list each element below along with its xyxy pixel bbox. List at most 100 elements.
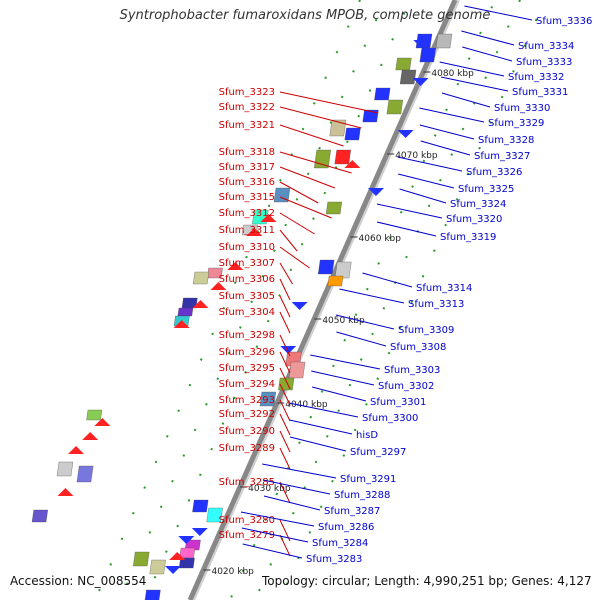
leader-line: [462, 46, 513, 62]
leader-line: [289, 436, 347, 452]
gene-feature: [192, 499, 209, 513]
gene-label-plus: Sfum_3316: [219, 177, 275, 188]
gene-feature: [329, 119, 347, 137]
axis-tick-label: 4060 kbp: [359, 234, 402, 244]
leader-line: [439, 61, 505, 77]
gene-label-plus: Sfum_3321: [219, 120, 275, 131]
leader-line: [279, 278, 291, 301]
gene-feature: [133, 551, 150, 567]
gene-label-plus: Sfum_3312: [219, 208, 275, 219]
leader-line: [242, 543, 303, 559]
gene-label-plus: Sfum_3310: [219, 242, 275, 253]
gene-feature: [288, 361, 306, 379]
strand-arrow: [280, 346, 297, 354]
leader-line: [279, 534, 291, 557]
track-guide: [144, 0, 411, 600]
gene-label-plus: Sfum_3292: [219, 409, 275, 420]
gene-label-minus: Sfum_3301: [370, 397, 426, 408]
strand-arrow: [227, 262, 244, 270]
leader-line: [398, 173, 455, 189]
gene-feature: [327, 275, 344, 287]
leader-line: [310, 354, 381, 370]
gene-label-minus: Sfum_3332: [508, 72, 564, 83]
genome-backbone: [187, 0, 458, 600]
gene-feature: [31, 509, 48, 523]
accession-text: Accession: NC_008554: [10, 574, 147, 588]
leader-line: [397, 156, 463, 172]
gene-label-minus: Sfum_3330: [494, 103, 550, 114]
leader-line: [240, 511, 315, 527]
leader-line: [289, 419, 353, 435]
gene-label-plus: Sfum_3290: [219, 426, 275, 437]
leader-line: [262, 463, 337, 479]
strand-arrow: [344, 160, 361, 168]
gene-label-minus: Sfum_3287: [324, 506, 380, 517]
gene-feature: [419, 47, 436, 63]
leader-line: [464, 5, 533, 21]
gene-feature: [334, 261, 352, 279]
gene-label-minus: Sfum_3308: [390, 342, 446, 353]
gene-label-plus: Sfum_3285: [219, 477, 275, 488]
strand-arrow: [82, 432, 99, 440]
gene-label-minus: Sfum_3283: [306, 554, 362, 565]
leader-line: [279, 334, 291, 357]
gene-label-minus: Sfum_3291: [340, 474, 396, 485]
leader-line: [279, 246, 310, 269]
leader-line: [399, 188, 447, 204]
gene-feature: [325, 201, 342, 215]
gene-feature: [314, 149, 331, 169]
leader-line: [279, 383, 291, 406]
gene-label-minus: Sfum_3326: [466, 167, 522, 178]
gene-label-plus: Sfum_3294: [219, 379, 275, 390]
gene-label-plus: Sfum_3305: [219, 291, 275, 302]
gene-label-minus: Sfum_3309: [398, 325, 454, 336]
strand-arrow: [260, 214, 277, 222]
leader-line: [279, 181, 319, 204]
strand-arrow: [169, 552, 186, 560]
leader-line: [279, 166, 336, 189]
gene-label-minus: Sfum_3329: [488, 118, 544, 129]
strand-arrow: [165, 566, 182, 574]
leader-line: [279, 481, 291, 504]
gene-label-plus: Sfum_3311: [219, 225, 275, 236]
gene-label-plus: Sfum_3304: [219, 307, 275, 318]
leader-line: [279, 351, 291, 374]
gene-label-minus: Sfum_3303: [384, 365, 440, 376]
gene-feature: [178, 557, 195, 569]
gene-feature: [193, 271, 210, 285]
gene-label-minus: Sfum_3297: [350, 447, 406, 458]
gene-label-plus: Sfum_3318: [219, 147, 275, 158]
gene-label-plus: Sfum_3289: [219, 443, 275, 454]
leader-line: [279, 367, 291, 390]
strand-arrow: [210, 282, 227, 290]
gene-label-minus: Sfum_3328: [478, 135, 534, 146]
gene-feature: [144, 589, 161, 600]
gene-feature: [399, 69, 417, 85]
gene-label-minus: Sfum_3288: [334, 490, 390, 501]
gene-label-minus: Sfum_3300: [362, 413, 418, 424]
leader-line: [419, 124, 475, 140]
leader-line: [279, 430, 291, 453]
gene-feature: [435, 33, 453, 49]
gene-feature: [56, 461, 74, 477]
gene-label-plus: Sfum_3280: [219, 515, 275, 526]
map-title: Syntrophobacter fumaroxidans MPOB, compl…: [119, 8, 491, 23]
gene-feature: [386, 99, 404, 115]
leader-line: [420, 140, 471, 156]
leader-line: [336, 331, 387, 347]
gene-label-plus: Sfum_3323: [219, 87, 275, 98]
leader-line: [279, 229, 298, 252]
strand-arrow: [412, 78, 429, 86]
leader-line: [335, 314, 395, 330]
leader-line: [279, 295, 291, 318]
strand-arrow: [94, 418, 111, 426]
gene-label-minus: Sfum_3302: [378, 381, 434, 392]
leader-line: [279, 212, 315, 235]
leader-line: [419, 107, 485, 123]
gene-feature: [149, 559, 166, 575]
gene-label-plus: Sfum_3298: [219, 330, 275, 341]
gene-feature: [76, 465, 94, 483]
axis-tick-label: 4050 kbp: [322, 316, 365, 326]
gene-feature: [206, 507, 223, 523]
gene-feature: [362, 109, 379, 123]
